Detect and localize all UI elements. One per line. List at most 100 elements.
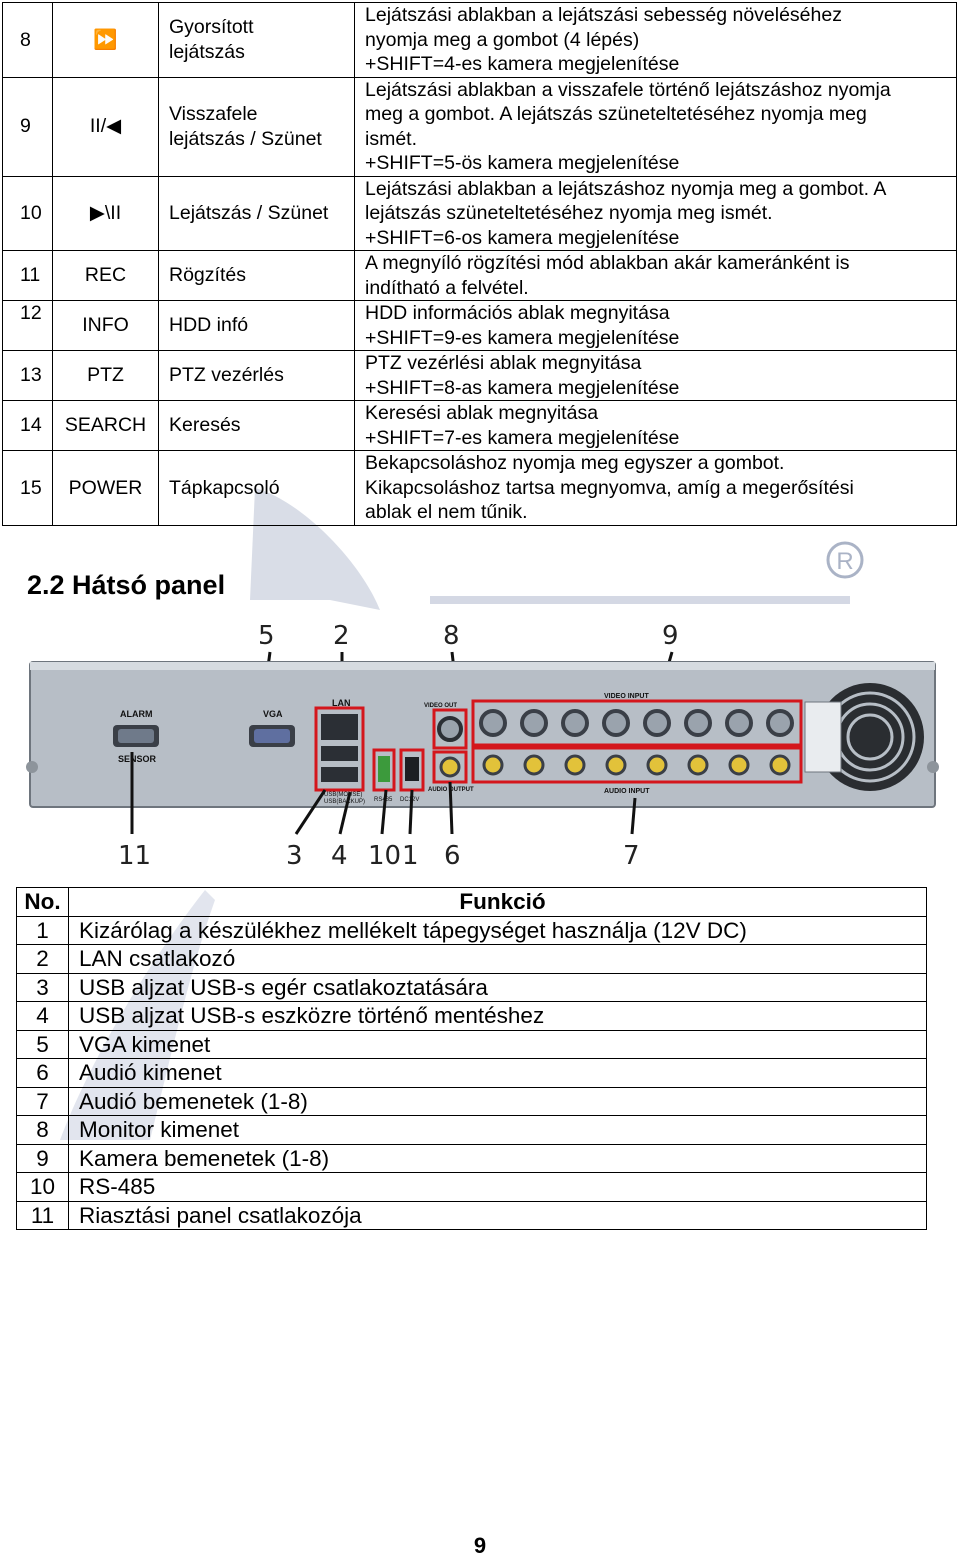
- control-row-name-line: Keresés: [169, 414, 241, 437]
- video-input-bnc: [643, 709, 671, 737]
- control-row-name-line: HDD infó: [169, 314, 249, 337]
- callout-4: 4: [331, 841, 348, 871]
- video-input-bnc: [725, 709, 753, 737]
- function-row-text: VGA kimenet: [68, 1029, 927, 1059]
- control-row-number: 14: [2, 400, 53, 451]
- control-row-number: 12: [2, 300, 53, 351]
- control-row-name-line: Lejátszás / Szünet: [169, 202, 329, 224]
- control-row-description: Keresési ablak megnyitása+SHIFT=7-es kam…: [354, 400, 957, 451]
- control-row-name: Rögzítés: [158, 250, 355, 301]
- control-row-number: 15: [2, 450, 53, 526]
- video-input-bnc: [561, 709, 589, 737]
- section-title: 2.2 Hátsó panel: [27, 570, 226, 600]
- control-row-description-line: Lejátszási ablakban a lejátszáshoz nyomj…: [365, 177, 887, 200]
- label-sensor: SENSOR: [118, 754, 157, 764]
- rear-panel-figure: 5 2 8 9 ALARM SENSOR VGA LAN USB(MOUSE) …: [26, 621, 939, 871]
- callout-11: 11: [118, 841, 151, 871]
- audio-input-rca: [564, 754, 586, 776]
- control-row-description-line: lejátszás szüneteltetéséhez nyomja meg i…: [365, 202, 773, 224]
- control-row-number: 8: [2, 2, 53, 78]
- control-row-number: 9: [2, 76, 53, 177]
- page-number: 9: [473, 1533, 487, 1558]
- function-row-text: LAN csatlakozó: [68, 944, 927, 974]
- fan-grille: [804, 683, 924, 791]
- label-usb-backup: USB(BACKUP): [324, 799, 365, 805]
- control-row-key: INFO: [52, 300, 159, 351]
- control-row-description-line: meg a gombot. A lejátszás szüneteltetésé…: [365, 103, 867, 125]
- control-row-number: 11: [2, 250, 53, 301]
- control-row-description: Lejátszási ablakban a lejátszáshoz nyomj…: [354, 175, 957, 251]
- control-row-name-line: Rögzítés: [169, 264, 246, 287]
- control-row: 10▶\II Lejátszás / Szünet Lejátszási ablak…: [2, 175, 957, 251]
- control-row-description-line: Keresési ablak megnyitása: [365, 402, 599, 424]
- control-row-key: ⏩: [52, 2, 159, 78]
- control-row-key: ▶\II: [52, 175, 159, 251]
- control-row-key: REC: [52, 250, 159, 301]
- rs485-highlight: [372, 748, 396, 792]
- control-row-description-line: ablak el nem tűnik.: [365, 501, 528, 523]
- label-usb-mouse: USB(MOUSE): [324, 792, 362, 798]
- label-dc12v: DC12V: [400, 797, 419, 803]
- function-row-number: 2: [16, 944, 69, 974]
- control-row-name-line: Visszafele: [169, 103, 258, 125]
- label-video-out: VIDEO OUT: [424, 703, 457, 709]
- video-input-bnc: [602, 709, 630, 737]
- control-row-description-line: Lejátszási ablakban a visszafele történő…: [365, 78, 891, 101]
- video-out-bnc: [437, 716, 463, 742]
- lan-usb-highlight: [314, 706, 365, 792]
- usb-port-lower: [321, 767, 358, 782]
- function-row-number: 1: [16, 915, 69, 945]
- label-rs485: RS485: [374, 797, 393, 803]
- audio-input-rca: [728, 754, 750, 776]
- video-input-bnc: [479, 709, 507, 737]
- control-row-description-line: +SHIFT=9-es kamera megjelenítése: [365, 326, 680, 349]
- control-row-key: II/◀: [52, 76, 159, 177]
- control-row-number: 13: [2, 350, 53, 401]
- control-row-name-line: lejátszás / Szünet: [169, 127, 322, 150]
- audio-input-rca: [646, 754, 668, 776]
- callout-3: 3: [286, 841, 303, 871]
- audio-input-rca: [605, 754, 627, 776]
- control-row-name: Tápkapcsoló: [158, 450, 355, 526]
- function-row-text: Riasztási panel csatlakozója: [68, 1200, 927, 1230]
- callout-1: 1: [402, 841, 419, 871]
- function-row-number: 8: [16, 1115, 69, 1145]
- control-row-description: HDD információs ablak megnyitása+SHIFT=9…: [354, 300, 957, 351]
- label-lan: LAN: [332, 698, 351, 708]
- svg-text:R: R: [836, 548, 853, 575]
- callout-8: 8: [443, 621, 460, 651]
- function-row-text: USB aljzat USB-s eszközre történő mentés…: [68, 1001, 927, 1031]
- video-input-bnc: [684, 709, 712, 737]
- control-row-name: HDD infó: [158, 300, 355, 351]
- watermark-bar: [430, 596, 850, 604]
- control-row-description: Bekapcsoláshoz nyomja meg egyszer a gomb…: [354, 450, 957, 526]
- rs485-terminal: [378, 756, 390, 782]
- control-row-description-line: PTZ vezérlési ablak megnyitása: [365, 352, 642, 374]
- dvr-chassis: [29, 661, 936, 808]
- header-no: No.: [16, 887, 69, 917]
- callout-2: 2: [333, 621, 350, 651]
- lan-port: [321, 714, 358, 740]
- callouts-bottom: 11 3 4 10 1 6 7: [118, 841, 640, 871]
- function-row-number: 5: [16, 1029, 69, 1059]
- function-row-text: Monitor kimenet: [68, 1115, 927, 1145]
- audio-input-rca: [523, 754, 545, 776]
- control-row-number: 10: [2, 175, 53, 251]
- control-row-description: Lejátszási ablakban a visszafele történő…: [354, 76, 957, 177]
- control-row-name: PTZ vezérlés: [158, 350, 355, 401]
